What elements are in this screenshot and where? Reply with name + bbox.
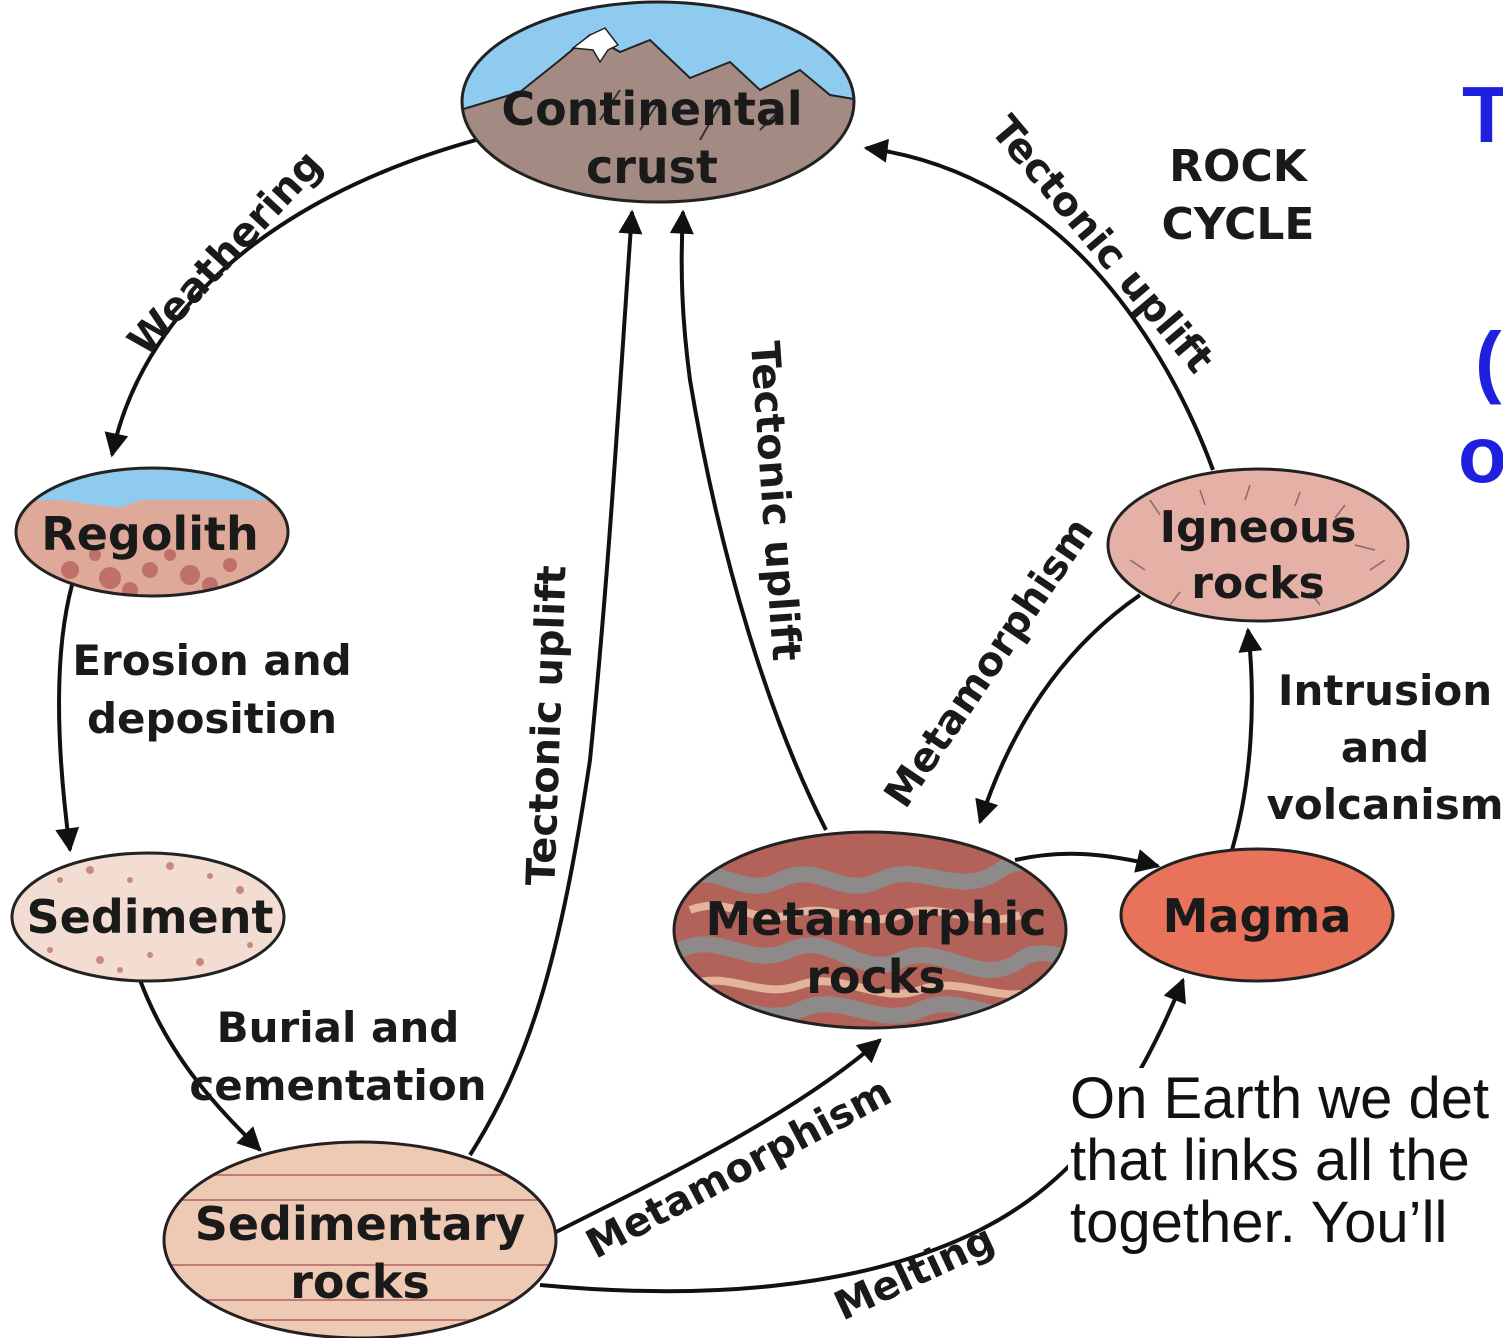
node-continental-crust: Continental crust [460, 0, 856, 204]
igneous-rocks-label-2: rocks [1191, 558, 1324, 609]
uplift-igneous-arrow [863, 138, 1215, 471]
caption-line-3: together. You’ll [1070, 1190, 1448, 1255]
uplift-metamorphic-arrow [669, 209, 828, 831]
erosion-arrow [55, 584, 80, 853]
process-arrows [55, 138, 1263, 1294]
node-regolith: Regolith [14, 466, 290, 598]
slide-heading-fragment-t: T [1462, 70, 1503, 159]
weathering-arrow [104, 138, 477, 458]
igneous-rocks-label-1: Igneous [1160, 502, 1357, 553]
metamorphic-rocks-label-2: rocks [806, 950, 946, 1004]
slide-heading-fragment-paren: ( [1475, 316, 1502, 405]
burial-arrow [138, 979, 262, 1152]
sedimentary-rocks-label-1: Sedimentary [195, 1197, 526, 1251]
sediment-label: Sediment [27, 890, 274, 944]
continental-crust-label-1: Continental [501, 82, 802, 136]
metamorphism-igneous-arrow [975, 593, 1142, 825]
weathering-label: Weathering [119, 142, 331, 365]
uplift-sedimentary-label: Tectonic uplift [518, 565, 575, 887]
caption-line-2: that links all the [1070, 1128, 1470, 1193]
intrusion-arrow [1230, 627, 1263, 851]
magma-label: Magma [1163, 889, 1352, 943]
continental-crust-label-2: crust [586, 140, 718, 194]
metamorphic-to-magma-arrow [1014, 849, 1161, 873]
intrusion-label-2: and [1341, 723, 1429, 772]
regolith-label: Regolith [41, 507, 258, 561]
erosion-label-1: Erosion and [72, 636, 351, 685]
node-sediment: Sediment [10, 851, 286, 983]
diagram-title-line-2: CYCLE [1162, 199, 1315, 250]
burial-label-1: Burial and [217, 1003, 460, 1052]
slide-heading-fragment-o: o [1458, 410, 1503, 499]
uplift-sedimentary-arrow [468, 209, 643, 1157]
intrusion-label-3: volcanism [1267, 780, 1503, 829]
slide-caption: On Earth we det that links all the toget… [1068, 1068, 1503, 1254]
metamorphism-igneous-label: Metamorphism [876, 510, 1103, 816]
node-metamorphic-rocks: Metamorphic rocks [672, 830, 1068, 1030]
node-igneous-rocks: Igneous rocks [1106, 467, 1410, 623]
caption-line-1: On Earth we det [1070, 1066, 1490, 1131]
node-magma: Magma [1119, 847, 1395, 983]
diagram-title-line-1: ROCK [1169, 141, 1309, 192]
intrusion-label-1: Intrusion [1278, 666, 1492, 715]
burial-label-2: cementation [189, 1061, 486, 1110]
metamorphic-rocks-label-1: Metamorphic [706, 892, 1047, 946]
erosion-label-2: deposition [87, 694, 337, 743]
node-sedimentary-rocks: Sedimentary rocks [162, 1140, 558, 1338]
sedimentary-rocks-label-2: rocks [290, 1255, 430, 1309]
metamorphism-sedimentary-arrow [555, 1038, 882, 1234]
uplift-metamorphic-label: Tectonic uplift [741, 340, 809, 663]
metamorphism-sedimentary-label: Metamorphism [579, 1069, 899, 1268]
